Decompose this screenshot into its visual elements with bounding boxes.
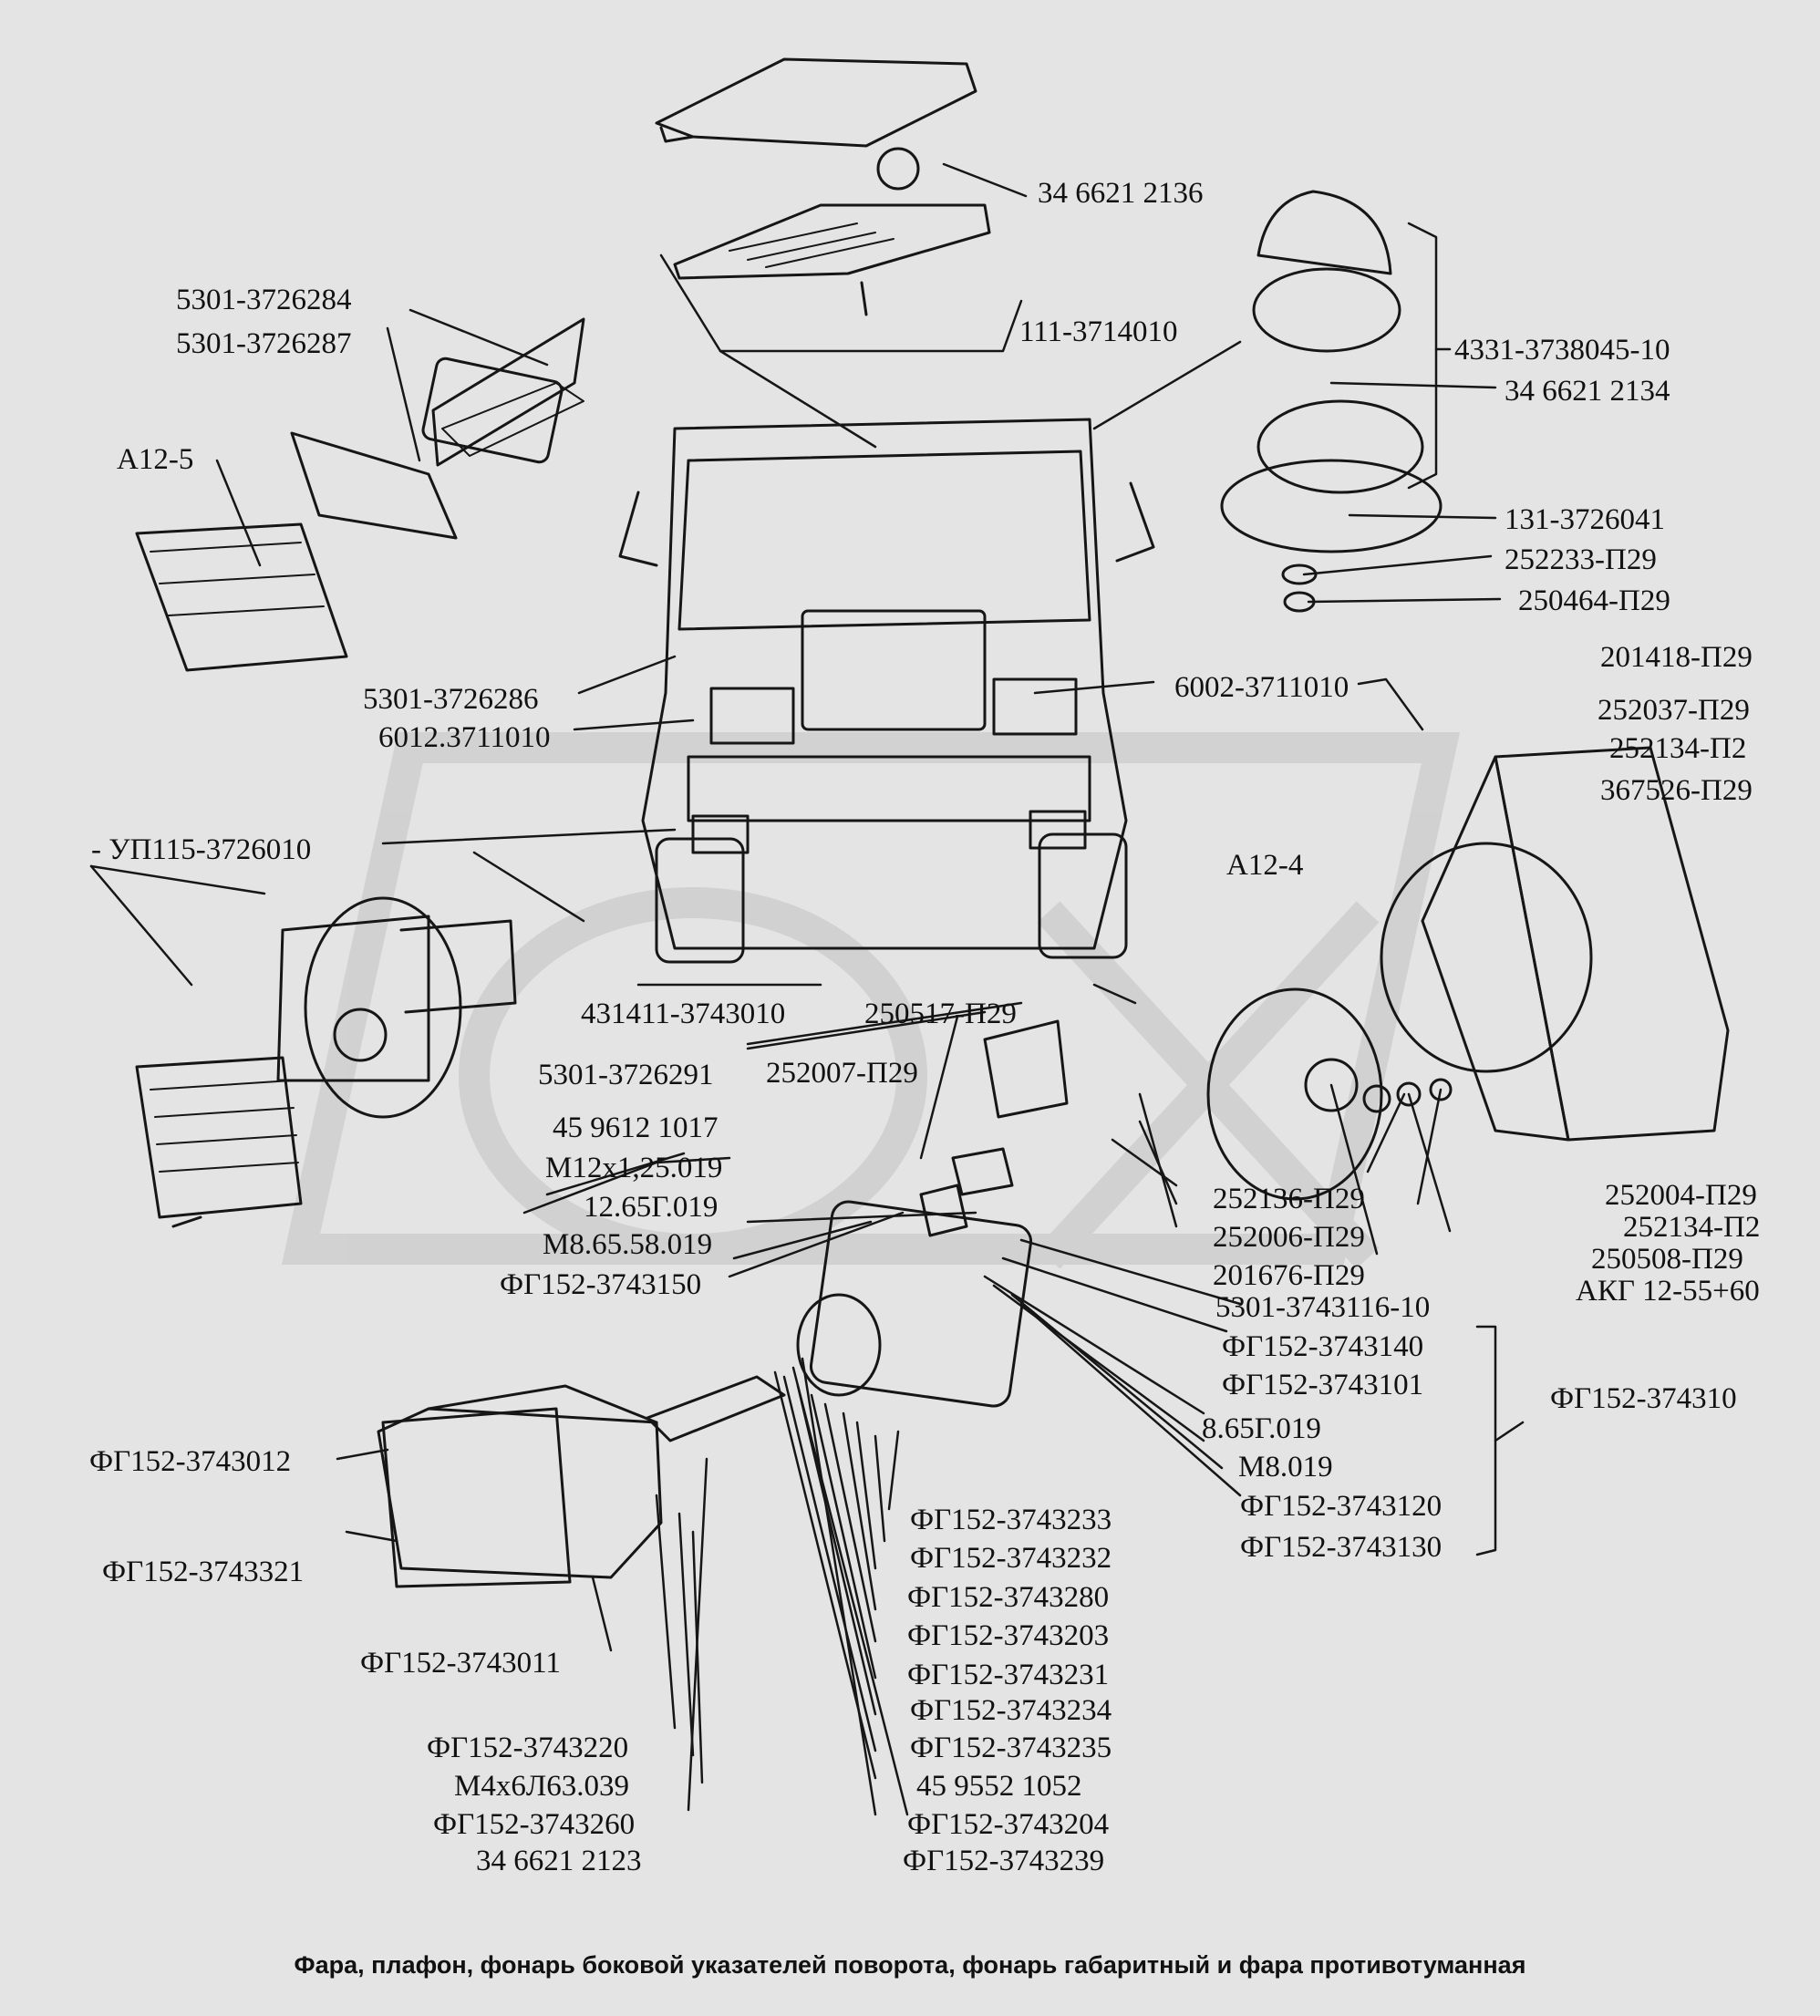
part-label-fg152-3743280: ФГ152-3743280 bbox=[907, 1581, 1110, 1614]
part-label-346621-2134: 34 6621 2134 bbox=[1505, 375, 1670, 408]
part-label-367526-p29: 367526-П29 bbox=[1600, 774, 1753, 807]
part-label-fg152-3743012: ФГ152-3743012 bbox=[89, 1445, 292, 1478]
part-label-fg152-3743232: ФГ152-3743232 bbox=[910, 1542, 1112, 1575]
headlamp-assembly bbox=[1206, 746, 1730, 1201]
part-label-akg-12-55-60: АКГ 12-55+60 bbox=[1576, 1275, 1760, 1308]
part-label-5301-3726284: 5301-3726284 bbox=[176, 284, 352, 316]
part-label-252007-p29: 252007-П29 bbox=[766, 1057, 918, 1090]
part-label-5301-3726291: 5301-3726291 bbox=[538, 1059, 714, 1091]
part-label-250508-p29: 250508-П29 bbox=[1591, 1243, 1743, 1276]
part-label-252006-p29: 252006-П29 bbox=[1213, 1221, 1365, 1254]
part-label-346621-2123: 34 6621 2123 bbox=[476, 1845, 642, 1877]
part-label-a12-5: А12-5 bbox=[117, 443, 194, 476]
marker-lamp-assembly bbox=[1220, 190, 1443, 613]
part-label-459612-1017: 45 9612 1017 bbox=[553, 1111, 719, 1144]
part-label-fg152-3743204: ФГ152-3743204 bbox=[907, 1808, 1110, 1841]
part-label-m8-65-58-019: М8.65.58.019 bbox=[543, 1228, 713, 1261]
part-label-4331-3738045-10: 4331-3738045-10 bbox=[1454, 334, 1670, 367]
part-label-fg152-3743220: ФГ152-3743220 bbox=[427, 1732, 629, 1764]
part-label-fg152-3743321: ФГ152-3743321 bbox=[102, 1556, 305, 1588]
part-label-m4x6l63-039: М4х6Л63.039 bbox=[454, 1770, 629, 1803]
part-label-fg152-374310: ФГ152-374310 bbox=[1550, 1382, 1737, 1415]
part-label-fg152-3743130: ФГ152-3743130 bbox=[1240, 1531, 1443, 1564]
part-label-252136-p29: 252136-П29 bbox=[1213, 1183, 1365, 1215]
part-label-m8-019: М8.019 bbox=[1238, 1451, 1333, 1484]
part-label-5301-3726287: 5301-3726287 bbox=[176, 327, 352, 360]
part-label-5301-3743116-10: 5301-3743116-10 bbox=[1215, 1291, 1431, 1324]
roof-lamp-assembly bbox=[655, 57, 991, 316]
part-label-459552-1052: 45 9552 1052 bbox=[916, 1770, 1082, 1803]
part-label-fg152-3743011: ФГ152-3743011 bbox=[360, 1647, 561, 1680]
truck-cab bbox=[618, 418, 1155, 964]
part-label-346621-2136: 34 6621 2136 bbox=[1038, 177, 1204, 210]
part-label-12-65g-019: 12.65Г.019 bbox=[584, 1191, 719, 1224]
part-label-131-3726041: 131-3726041 bbox=[1505, 503, 1665, 536]
leader-lines bbox=[89, 162, 1525, 1816]
fog-lamp-assembly bbox=[377, 1019, 1069, 1588]
diagram-caption: Фара, плафон, фонарь боковой указателей … bbox=[294, 1951, 1526, 1979]
part-label-250464-p29: 250464-П29 bbox=[1518, 584, 1670, 617]
part-label-6002-3711010: 6002-3711010 bbox=[1174, 671, 1349, 704]
part-label-252134-p2-top: 252134-П2 bbox=[1609, 732, 1747, 765]
part-label-431411-3743010: 431411-3743010 bbox=[581, 998, 786, 1030]
part-label-fg152-3743234: ФГ152-3743234 bbox=[910, 1694, 1112, 1727]
part-label-fg152-3743235: ФГ152-3743235 bbox=[910, 1732, 1112, 1764]
part-label-fg152-3743203: ФГ152-3743203 bbox=[907, 1619, 1110, 1652]
watermark-logo bbox=[281, 732, 1461, 1269]
part-label-252233-p29: 252233-П29 bbox=[1505, 543, 1657, 576]
part-label-201676-p29: 201676-П29 bbox=[1213, 1259, 1365, 1292]
part-label-fg152-3743150: ФГ152-3743150 bbox=[500, 1268, 702, 1301]
clearance-lamp-assembly bbox=[135, 896, 517, 1228]
part-label-252134-p2-bottom: 252134-П2 bbox=[1623, 1211, 1761, 1244]
part-label-fg152-3743260: ФГ152-3743260 bbox=[433, 1808, 636, 1841]
part-label-201418-p29: 201418-П29 bbox=[1600, 641, 1753, 674]
part-label-m12x125-019: М12х1,25.019 bbox=[545, 1152, 723, 1184]
part-label-fg152-3743231: ФГ152-3743231 bbox=[907, 1659, 1110, 1691]
part-label-up115-3726010: - УП115-3726010 bbox=[91, 833, 312, 866]
side-turn-lamp bbox=[135, 317, 585, 672]
part-label-250517-p29: 250517-П29 bbox=[864, 998, 1017, 1030]
part-label-fg152-3743140: ФГ152-3743140 bbox=[1222, 1330, 1424, 1363]
part-label-fg152-3743233: ФГ152-3743233 bbox=[910, 1504, 1112, 1536]
part-label-fg152-3743239: ФГ152-3743239 bbox=[903, 1845, 1105, 1877]
part-label-252037-p29: 252037-П29 bbox=[1598, 694, 1750, 727]
part-label-a12-4: А12-4 bbox=[1226, 849, 1304, 882]
part-label-8-65g-019: 8.65Г.019 bbox=[1202, 1412, 1321, 1445]
part-label-252004-p29: 252004-П29 bbox=[1605, 1179, 1757, 1212]
part-label-6012-3711010: 6012.3711010 bbox=[378, 721, 551, 754]
part-label-111-3714010: 111-3714010 bbox=[1019, 315, 1178, 348]
part-label-5301-3726286: 5301-3726286 bbox=[363, 683, 539, 716]
part-label-fg152-3743120: ФГ152-3743120 bbox=[1240, 1490, 1443, 1523]
part-label-fg152-3743101: ФГ152-3743101 bbox=[1222, 1369, 1424, 1401]
